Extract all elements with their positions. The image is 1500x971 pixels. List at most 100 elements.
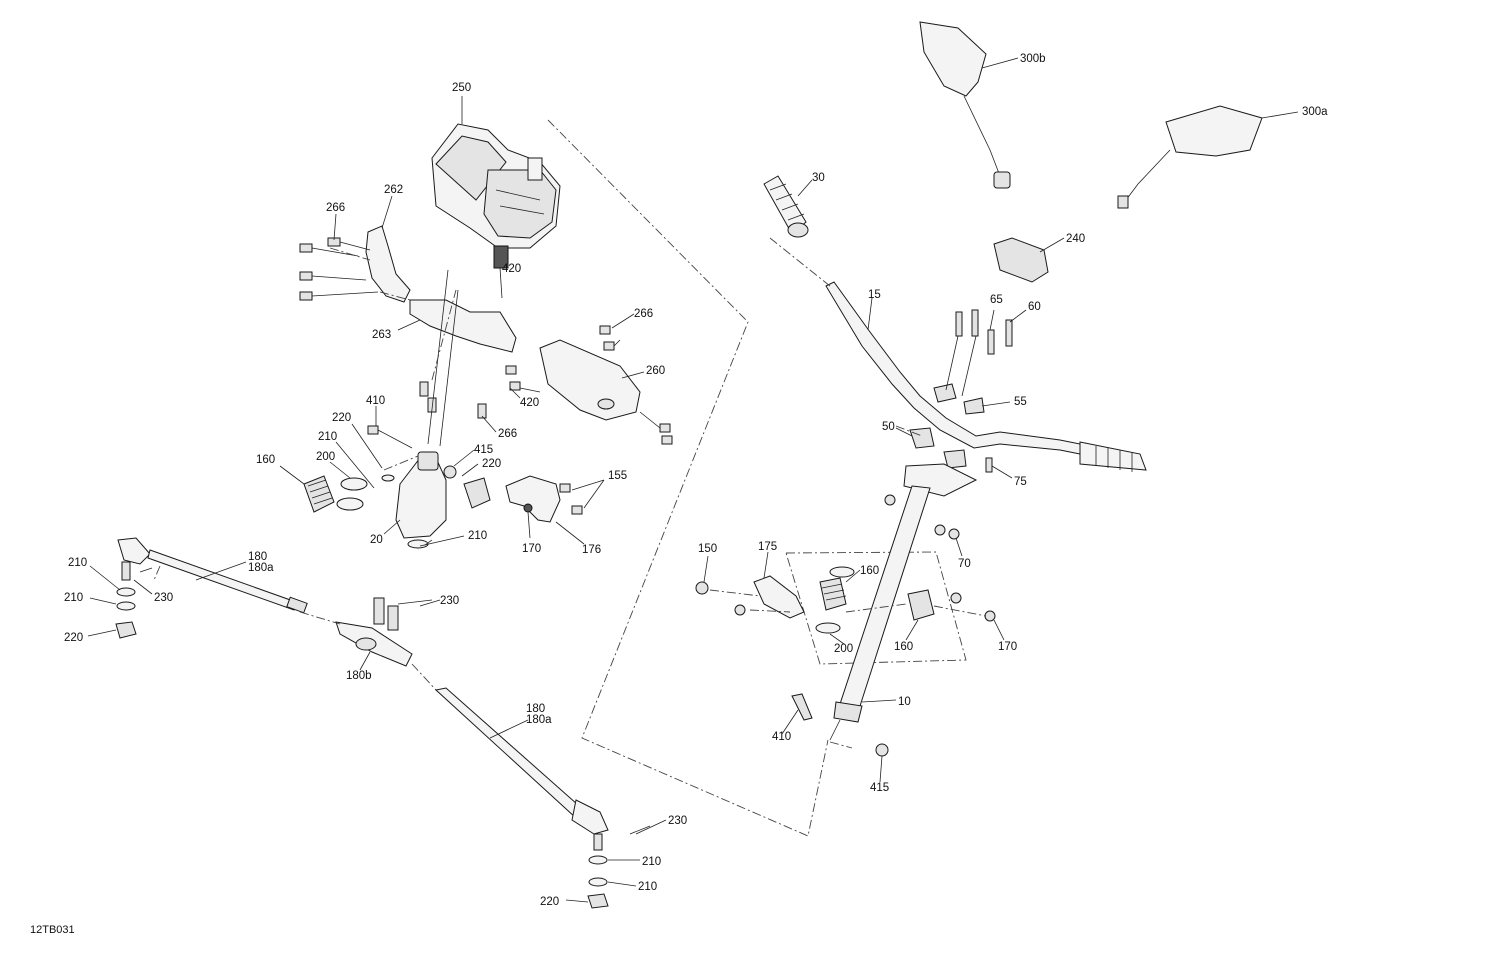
callout-220: 220: [482, 458, 501, 470]
mirror-300a: [1117, 105, 1263, 209]
handlebar-grip-right: [1079, 441, 1147, 471]
handlebar-15: [825, 281, 1091, 457]
callout-75: 75: [1014, 476, 1027, 488]
callout-65: 65: [990, 294, 1003, 306]
callout-230: 230: [154, 592, 173, 604]
bolts-65-60: [945, 309, 1013, 397]
cotter-230-center: [397, 599, 433, 605]
clamp-175: [753, 575, 805, 619]
callout-15: 15: [868, 289, 881, 301]
nut-415-lower: [875, 743, 889, 757]
callout-160: 160: [860, 565, 879, 577]
grip-30: [763, 175, 809, 238]
callout-230: 230: [668, 815, 687, 827]
power-steering-unit: [431, 123, 561, 269]
callout-410: 410: [366, 395, 385, 407]
callout-300b: 300b: [1020, 53, 1046, 65]
nut-170-right-b: [984, 610, 996, 622]
callout-200: 200: [316, 451, 335, 463]
cotter-230-bottom: [629, 825, 651, 835]
bushing-160-mid: [819, 577, 847, 611]
washer-210-b-b: [588, 877, 608, 887]
document-id: 12TB031: [30, 924, 75, 936]
nut-170-right-a: [950, 592, 962, 604]
callout-150: 150: [698, 543, 717, 555]
callout-170: 170: [522, 543, 541, 555]
bolts-266-left: [299, 237, 379, 301]
nut-70-c: [948, 528, 960, 540]
callout-262: 262: [384, 184, 403, 196]
bolts-420-266: [419, 325, 673, 445]
callout-210: 210: [638, 881, 657, 893]
callout-180a: 180a: [526, 714, 552, 726]
washer-210-tl-a: [116, 587, 136, 597]
bushing-220: [463, 477, 491, 509]
callout-180: 180: [526, 703, 545, 715]
callout-260: 260: [646, 365, 665, 377]
callout-200: 200: [834, 643, 853, 655]
ring-200-a: [340, 477, 368, 491]
callout-30: 30: [812, 172, 825, 184]
callout-160: 160: [894, 641, 913, 653]
callout-210: 210: [64, 592, 83, 604]
callout-263: 263: [372, 329, 391, 341]
bracket-263: [409, 299, 517, 353]
washer-210-tl-b: [116, 601, 136, 611]
tie-rod-center-180b: [335, 597, 413, 667]
bushing-160-left: [303, 475, 335, 513]
bolt-75: [985, 457, 993, 473]
ring-mid-a: [829, 566, 855, 578]
nut-220-tl: [115, 621, 137, 639]
callout-210: 210: [68, 557, 87, 569]
bolt-155-a: [559, 483, 571, 493]
leader-lines: [87, 57, 1299, 903]
callout-220: 220: [540, 896, 559, 908]
assembly-outline-left: [547, 119, 829, 837]
callout-415: 415: [870, 782, 889, 794]
callout-55: 55: [1014, 396, 1027, 408]
nut-70-b: [934, 524, 946, 536]
clamp-50b: [943, 449, 967, 469]
washer-210-b-a: [588, 855, 608, 865]
callout-175: 175: [758, 541, 777, 553]
callout-410: 410: [772, 731, 791, 743]
assembly-outline-right: [785, 551, 967, 665]
washer-210-upper: [381, 474, 395, 482]
callout-240: 240: [1066, 233, 1085, 245]
nut-415-upper: [443, 465, 457, 479]
callout-155: 155: [608, 470, 627, 482]
mirror-300b: [919, 21, 1011, 189]
ring-200-mid: [815, 622, 841, 634]
callout-220: 220: [332, 412, 351, 424]
clamp-upper: [933, 383, 957, 403]
callout-180: 180: [248, 551, 267, 563]
callout-266: 266: [634, 308, 653, 320]
callout-210: 210: [318, 431, 337, 443]
clamp-176: [505, 475, 561, 523]
bushing-160-right: [907, 589, 935, 621]
callout-10: 10: [898, 696, 911, 708]
switch-240: [993, 237, 1049, 283]
column-center-axis: [829, 719, 841, 741]
bolt-410-upper: [367, 425, 413, 449]
callout-250: 250: [452, 82, 471, 94]
nut-220-bottom: [587, 893, 609, 909]
callout-415: 415: [474, 444, 493, 456]
tie-rod-lower: [434, 687, 609, 851]
steering-shaft-20: [395, 269, 459, 539]
callout-160: 160: [256, 454, 275, 466]
nut-170-upper: [523, 503, 533, 513]
callout-50: 50: [882, 421, 895, 433]
bracket-260: [539, 339, 641, 421]
callout-300a: 300a: [1302, 106, 1328, 118]
cotter-230-tl: [139, 567, 153, 573]
callout-420: 420: [502, 263, 521, 275]
callout-180b: 180b: [346, 670, 372, 682]
callout-210: 210: [642, 856, 661, 868]
callout-170: 170: [998, 641, 1017, 653]
clamp-50: [909, 427, 935, 449]
callout-230: 230: [440, 595, 459, 607]
callout-60: 60: [1028, 301, 1041, 313]
callout-20: 20: [370, 534, 383, 546]
bolt-150: [695, 581, 709, 595]
